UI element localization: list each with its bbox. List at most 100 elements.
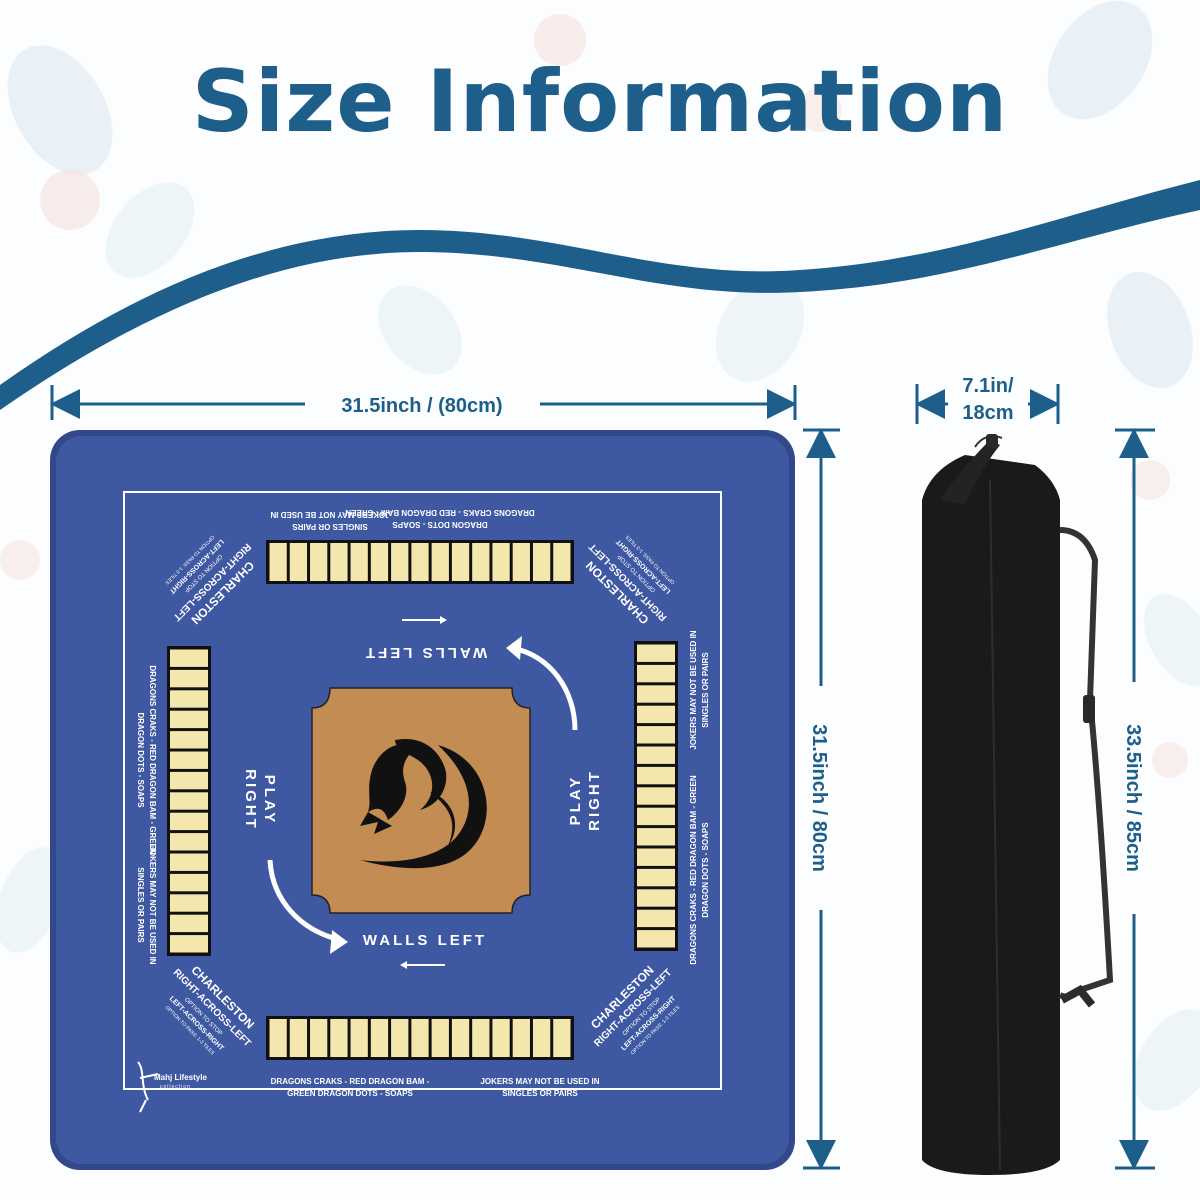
tile bbox=[391, 543, 409, 581]
tile bbox=[170, 833, 208, 851]
tile bbox=[170, 792, 208, 810]
tile bbox=[637, 930, 675, 948]
tile bbox=[269, 543, 287, 581]
walls-left-bottom: WALLS LEFT bbox=[363, 932, 487, 949]
bag-width-label-line2: 18cm bbox=[962, 402, 1013, 424]
top-jokers-line1: JOKERS MAY NOT BE USED IN bbox=[270, 510, 389, 519]
bag-height-label: 33.5inch / 85cm bbox=[1122, 724, 1144, 872]
tile bbox=[553, 1019, 571, 1057]
tile bbox=[431, 1019, 449, 1057]
tile bbox=[170, 935, 208, 953]
tile bbox=[451, 543, 470, 581]
cord-lock bbox=[986, 434, 998, 448]
tile bbox=[637, 766, 675, 785]
tile bbox=[431, 543, 449, 581]
left-jokers-line2: SINGLES OR PAIRS bbox=[136, 867, 145, 943]
left-jokers-line1: JOKERS MAY NOT BE USED IN bbox=[148, 845, 157, 964]
tile bbox=[637, 664, 675, 683]
dragon-icon bbox=[360, 738, 487, 869]
right-jokers-line1: JOKERS MAY NOT BE USED IN bbox=[689, 630, 698, 749]
bottom-dragons-line1: DRAGONS CRAKS - RED DRAGON BAM - bbox=[271, 1077, 430, 1086]
tile-racks bbox=[167, 540, 678, 1060]
mat-inner-border bbox=[123, 491, 722, 1090]
tile bbox=[170, 914, 208, 933]
tile bbox=[330, 543, 348, 581]
tile bbox=[289, 1019, 308, 1057]
top-dragons-line2: DRAGON DOTS - SOAPS bbox=[392, 520, 488, 529]
tile bbox=[170, 853, 208, 871]
tile bbox=[472, 1019, 490, 1057]
leaf-decoration bbox=[0, 0, 1200, 1111]
tile bbox=[350, 543, 368, 581]
bag-width-label-line1: 7.1in/ bbox=[962, 375, 1014, 397]
play-right-left: PLAY RIGHT bbox=[242, 769, 278, 831]
play-right-right: PLAY RIGHT bbox=[567, 769, 603, 831]
mat-width-label: 31.5inch / (80cm) bbox=[341, 395, 502, 417]
bottom-jokers-line2: SINGLES OR PAIRS bbox=[502, 1089, 578, 1098]
tile bbox=[310, 1019, 328, 1057]
tile bbox=[492, 1019, 510, 1057]
tile bbox=[350, 1019, 368, 1057]
tile bbox=[637, 909, 675, 928]
tile bbox=[532, 1019, 551, 1057]
left-dragons-line1: DRAGONS CRAKS - RED DRAGON BAM - GREEN bbox=[148, 665, 157, 855]
top-jokers-line2: SINGLES OR PAIRS bbox=[292, 522, 368, 531]
tile bbox=[637, 848, 675, 866]
mat-height-label: 31.5inch / 80cm bbox=[808, 724, 830, 872]
brand-name: Mahj Lifestyle bbox=[154, 1073, 207, 1082]
left-dragons-line2: DRAGON DOTS - SOAPS bbox=[136, 712, 145, 808]
tile bbox=[170, 873, 208, 892]
tile bbox=[637, 644, 675, 662]
center-panel bbox=[311, 687, 531, 914]
tile bbox=[451, 1019, 470, 1057]
right-jokers-line2: SINGLES OR PAIRS bbox=[701, 652, 710, 728]
tile bbox=[553, 543, 571, 581]
svg-text:RIGHT: RIGHT bbox=[586, 769, 603, 831]
strap-buckle bbox=[1083, 695, 1095, 723]
tile bbox=[637, 807, 675, 826]
tile bbox=[170, 731, 208, 749]
svg-text:PLAY: PLAY bbox=[261, 775, 278, 826]
tile bbox=[289, 543, 308, 581]
bottom-dragons-line2: GREEN DRAGON DOTS - SOAPS bbox=[287, 1089, 413, 1098]
brand-logo: Mahj Lifestyle collection bbox=[137, 1061, 207, 1113]
tile bbox=[170, 690, 208, 708]
top-dragons-line1: DRAGONS CRAKS - RED DRAGON BAM - GREEN bbox=[345, 508, 535, 517]
tile bbox=[637, 889, 675, 907]
walls-left-top: WALLS LEFT bbox=[363, 644, 487, 661]
right-dragons-line1: DRAGONS CRAKS - RED DRAGON BAM - GREEN bbox=[689, 775, 698, 965]
tile bbox=[637, 868, 675, 887]
right-dragons-line2: DRAGON DOTS - SOAPS bbox=[701, 822, 710, 918]
tile bbox=[170, 894, 208, 912]
tile bbox=[492, 543, 510, 581]
bag-drawstring-top bbox=[940, 440, 1000, 505]
tile bbox=[370, 543, 389, 581]
bottom-jokers-line1: JOKERS MAY NOT BE USED IN bbox=[480, 1077, 599, 1086]
tile bbox=[170, 649, 208, 667]
tile bbox=[170, 669, 208, 688]
curved-arrow-icon bbox=[511, 645, 578, 731]
tile bbox=[330, 1019, 348, 1057]
tile bbox=[637, 685, 675, 703]
tile bbox=[512, 543, 530, 581]
tile bbox=[411, 1019, 429, 1057]
tile bbox=[170, 710, 208, 729]
tile bbox=[637, 705, 675, 724]
tile bbox=[170, 771, 208, 790]
tile bbox=[310, 543, 328, 581]
tile bbox=[637, 746, 675, 764]
tile bbox=[532, 543, 551, 581]
tile bbox=[370, 1019, 389, 1057]
brand-sub: collection bbox=[160, 1084, 191, 1090]
tile bbox=[472, 543, 490, 581]
svg-text:RIGHT: RIGHT bbox=[242, 769, 259, 831]
shoulder-strap bbox=[1058, 527, 1114, 1000]
tile bbox=[170, 812, 208, 831]
bag-body bbox=[922, 455, 1060, 1175]
tile bbox=[269, 1019, 287, 1057]
